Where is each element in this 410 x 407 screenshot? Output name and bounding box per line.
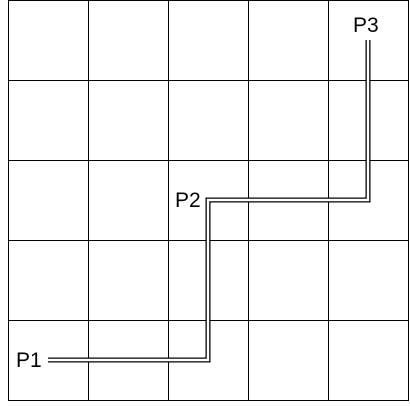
- route-path: [48, 40, 371, 363]
- route-path-inner: [48, 40, 370, 362]
- point-label-p3: P3: [353, 14, 379, 37]
- point-label-p2: P2: [175, 189, 201, 212]
- point-label-p1: P1: [16, 349, 42, 372]
